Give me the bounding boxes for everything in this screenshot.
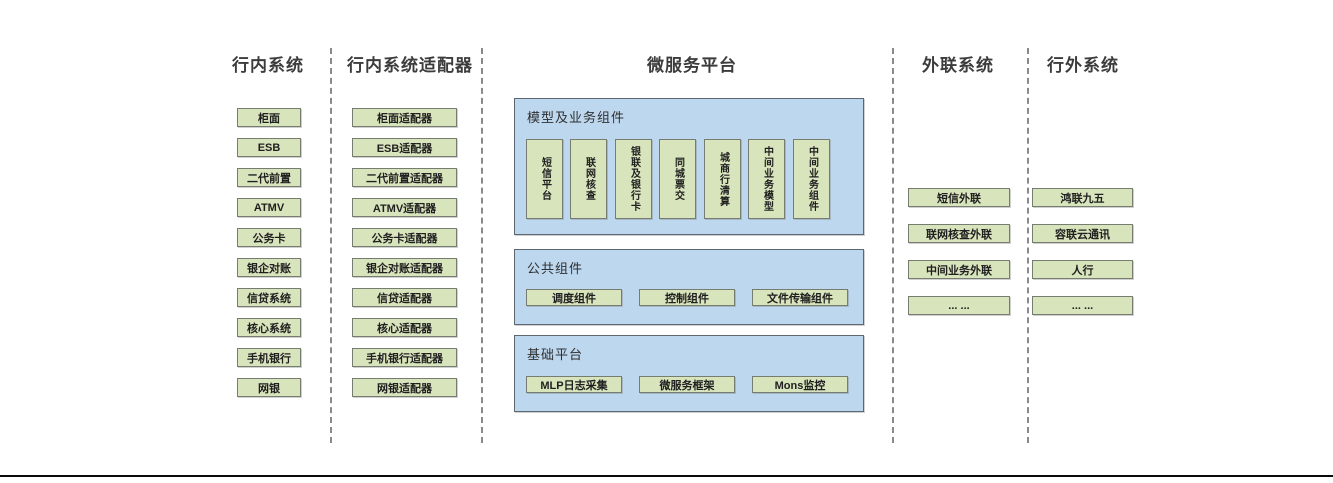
column-title-internal-systems: 行内系统 xyxy=(232,56,304,75)
panel-title: 模型及业务组件 xyxy=(527,110,626,125)
column-divider xyxy=(481,48,483,443)
external-system-box: 鸿联九五 xyxy=(1032,188,1133,207)
component-box: 银联及银行卡 xyxy=(615,139,652,219)
component-label: 联网核查 xyxy=(583,157,595,201)
component-box: 中间业务组件 xyxy=(793,139,830,219)
column-divider xyxy=(1027,48,1029,443)
column-title-external-systems: 行外系统 xyxy=(1047,56,1119,75)
column-title-outreach-systems: 外联系统 xyxy=(922,56,994,75)
internal-system-box: 柜面 xyxy=(237,108,301,127)
internal-system-box: 二代前置 xyxy=(237,168,301,187)
component-box: 联网核查 xyxy=(570,139,607,219)
internal-system-box: 核心系统 xyxy=(237,318,301,337)
adapter-box: 银企对账适配器 xyxy=(352,258,457,277)
outreach-system-box: 短信外联 xyxy=(908,188,1010,207)
external-system-box: 容联云通讯 xyxy=(1032,224,1133,243)
component-label: 短信平台 xyxy=(539,157,551,201)
adapter-box: ESB适配器 xyxy=(352,138,457,157)
component-box: Mons监控 xyxy=(752,376,848,393)
adapter-box: 信贷适配器 xyxy=(352,288,457,307)
column-title-microservice-platform: 微服务平台 xyxy=(647,56,737,75)
adapter-box: 公务卡适配器 xyxy=(352,228,457,247)
adapter-box: 核心适配器 xyxy=(352,318,457,337)
panel-common-components: 公共组件 调度组件 控制组件 文件传输组件 xyxy=(514,249,864,325)
outreach-system-box: 中间业务外联 xyxy=(908,260,1010,279)
internal-system-box: ESB xyxy=(237,138,301,157)
internal-system-box: ATMV xyxy=(237,198,301,217)
component-box: 调度组件 xyxy=(526,289,622,306)
component-box: 中间业务模型 xyxy=(748,139,785,219)
internal-system-box: 银企对账 xyxy=(237,258,301,277)
panel-title: 公共组件 xyxy=(527,261,584,276)
adapter-box: 网银适配器 xyxy=(352,378,457,397)
adapter-box: 二代前置适配器 xyxy=(352,168,457,187)
internal-system-box: 网银 xyxy=(237,378,301,397)
internal-system-box: 信贷系统 xyxy=(237,288,301,307)
component-label: 中间业务组件 xyxy=(806,146,818,212)
external-system-box: ... ... xyxy=(1032,296,1133,315)
panel-title: 基础平台 xyxy=(527,347,584,362)
column-title-internal-adapters: 行内系统适配器 xyxy=(347,56,473,75)
component-box: MLP日志采集 xyxy=(526,376,622,393)
column-divider xyxy=(330,48,332,443)
component-box: 控制组件 xyxy=(639,289,735,306)
adapter-box: 手机银行适配器 xyxy=(352,348,457,367)
component-box: 微服务框架 xyxy=(639,376,735,393)
component-label: 城商行清算 xyxy=(717,151,729,207)
component-label: 银联及银行卡 xyxy=(628,146,640,212)
panel-model-business-components: 模型及业务组件 短信平台 联网核查 银联及银行卡 同城票交 城商行清算 中间业务… xyxy=(514,98,864,235)
component-label: 同城票交 xyxy=(672,157,684,201)
external-system-box: 人行 xyxy=(1032,260,1133,279)
component-label: 中间业务模型 xyxy=(761,146,773,212)
panel-base-platform: 基础平台 MLP日志采集 微服务框架 Mons监控 xyxy=(514,335,864,412)
internal-system-box: 手机银行 xyxy=(237,348,301,367)
outreach-system-box: 联网核查外联 xyxy=(908,224,1010,243)
internal-system-box: 公务卡 xyxy=(237,228,301,247)
adapter-box: 柜面适配器 xyxy=(352,108,457,127)
component-box: 文件传输组件 xyxy=(752,289,848,306)
bottom-divider-line xyxy=(0,475,1333,477)
adapter-box: ATMV适配器 xyxy=(352,198,457,217)
outreach-system-box: ... ... xyxy=(908,296,1010,315)
component-box: 短信平台 xyxy=(526,139,563,219)
component-box: 同城票交 xyxy=(659,139,696,219)
column-divider xyxy=(892,48,894,443)
component-box: 城商行清算 xyxy=(704,139,741,219)
